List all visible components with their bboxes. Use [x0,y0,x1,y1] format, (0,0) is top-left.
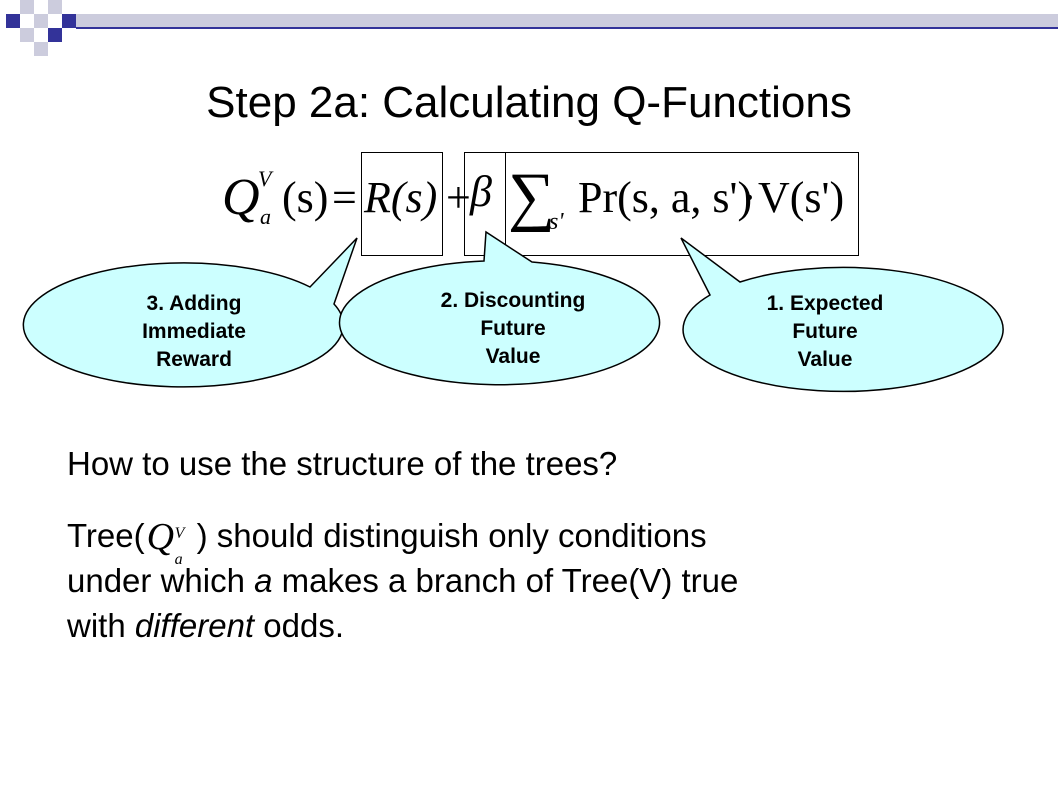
callout-2-line-1: 2. Discounting [440,289,586,312]
callout-1-line-3: Value [797,348,853,371]
formula-plus: + [446,173,471,222]
callout-3-line-3: Reward [156,348,232,371]
body-question: How to use the structure of the trees? [67,445,618,482]
formula-dot: · [742,173,757,222]
callout-3-line-1: 3. Adding [146,292,242,315]
body-line-3-em: different [134,607,255,644]
slide-title: Step 2a: Calculating Q-Functions [206,78,852,127]
formula-pr: Pr(s, a, s') [578,173,753,222]
callout-1-line-1: 1. Expected [766,292,884,315]
body-line-1-post: ) should distinguish only conditions [196,517,707,554]
deco-square-7 [62,14,76,28]
callout-2-shape [338,230,661,386]
body-line-3-post: odds. [254,607,345,644]
deco-square-4 [48,0,62,14]
body-line-2-post: makes a branch of Tree(V) true [272,562,739,599]
callout-1-shape [680,237,1004,393]
deco-square-1 [6,14,20,28]
formula-q-sup: V [258,166,272,191]
formula-reward: R(s) [364,173,438,222]
formula-sum: ∑ [508,160,556,233]
header-rule-light [76,14,1058,28]
formula-sum-sub: s' [549,209,564,235]
deco-square-3 [34,14,48,28]
callout-1-label: 1. Expected Future Value [725,290,925,374]
body-line-2-pre: under which [67,562,255,599]
formula-equals: = [332,173,357,222]
callout-3-label: 3. Adding Immediate Reward [94,290,294,374]
body-line-3-pre: with [67,607,135,644]
expected-value-box [505,152,859,256]
body-line-2: under which a makes a branch of Tree(V) … [67,558,1027,603]
body-line-3: with different odds. [67,603,1027,648]
callout-2-label: 2. Discounting Future Value [413,287,613,371]
formula-q-sub: a [260,204,271,229]
formula-lhs-arg: (s) [282,173,329,222]
body-line-2-a: a [254,562,273,599]
formula-q: Q [222,169,260,226]
callout-3-shape [22,237,358,388]
body-line-1-pre: Tree( [67,517,145,554]
reward-box [361,152,443,256]
deco-square-6 [48,28,62,42]
callout-2-line-2: Future [480,317,546,340]
deco-square-5 [20,28,34,42]
deco-square-2 [20,0,34,14]
callout-1-line-2: Future [792,320,858,343]
header-rule-dark [76,27,1058,29]
inline-q: Q [146,516,175,558]
formula-beta: β [470,167,492,216]
deco-square-8 [34,42,48,56]
callout-2-line-3: Value [485,345,541,368]
inline-q-sup: V [174,525,185,542]
callout-3-line-2: Immediate [142,320,246,343]
formula-value: V(s') [758,173,845,222]
inline-q-sub: a [174,551,183,568]
